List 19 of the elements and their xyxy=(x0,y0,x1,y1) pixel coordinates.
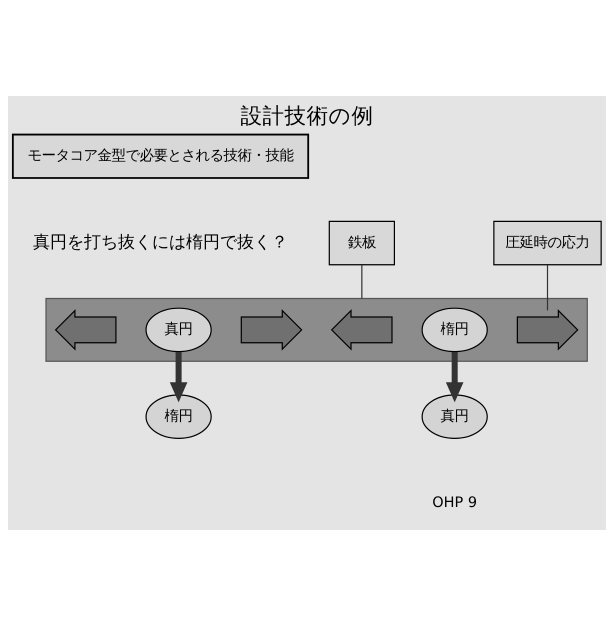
node-arrow xyxy=(240,308,302,350)
node-ellipse: 真円 xyxy=(145,307,212,352)
node-ellipse: 楕円 xyxy=(422,307,488,352)
arrow xyxy=(170,351,188,402)
arrow xyxy=(446,351,464,402)
node-box: 圧延時の応力 xyxy=(493,220,602,265)
label: 真円を打ち抜くには楕円で抜く？ xyxy=(33,231,288,252)
connector xyxy=(361,264,362,298)
connector xyxy=(546,264,548,310)
node-box: 鉄板 xyxy=(328,220,395,265)
node-arrow xyxy=(54,308,117,350)
node-ellipse: 楕円 xyxy=(145,394,212,438)
cluster xyxy=(45,297,588,362)
diagram-title: 設計技術の例 xyxy=(240,104,374,129)
node-ellipse: 真円 xyxy=(422,394,488,438)
node-arrow xyxy=(516,308,578,350)
label: OHP 9 xyxy=(432,494,478,511)
node-arrow xyxy=(330,308,393,350)
node-box: モータコア金型で必要とされる技術・技能 xyxy=(12,133,310,178)
